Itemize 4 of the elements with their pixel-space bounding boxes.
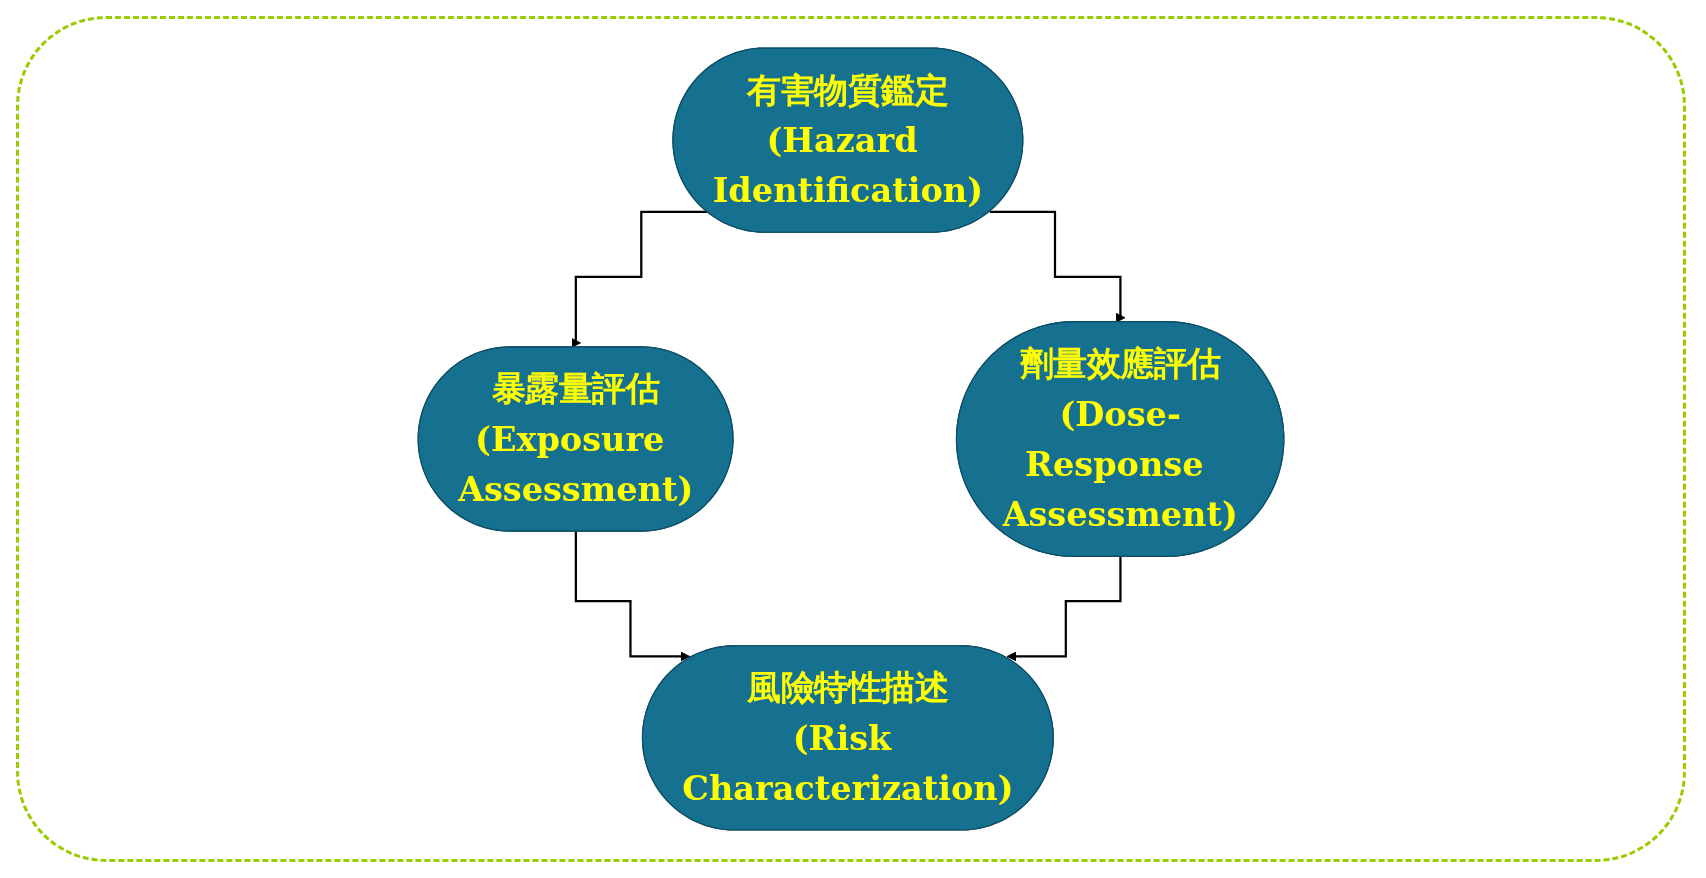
arrow bbox=[989, 210, 1126, 323]
arrow bbox=[1006, 555, 1122, 662]
arrow bbox=[574, 530, 691, 662]
arrow bbox=[571, 210, 707, 348]
